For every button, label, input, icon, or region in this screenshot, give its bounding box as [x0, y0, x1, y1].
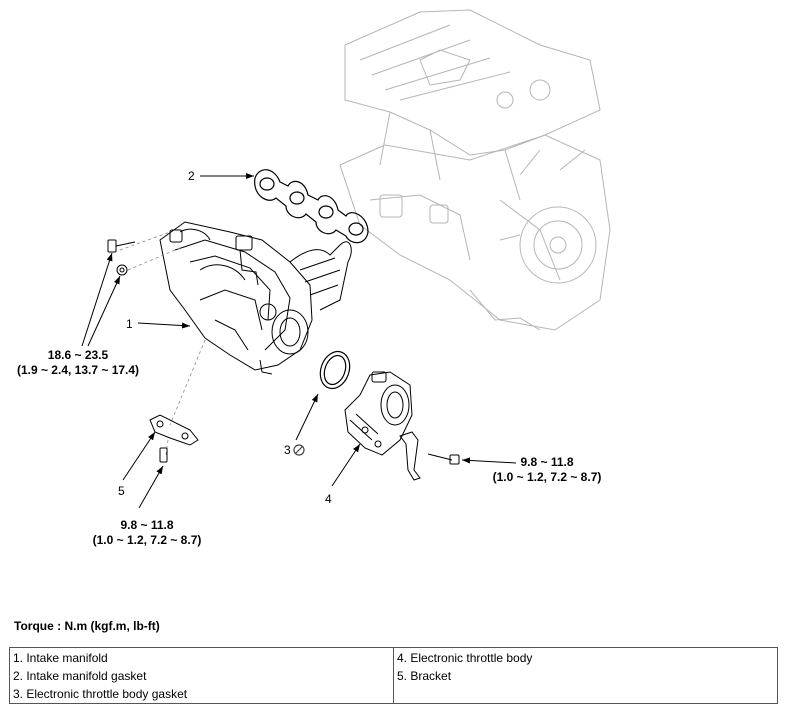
callout-3: 3 [284, 443, 291, 457]
electronic-throttle-body [344, 371, 413, 456]
throttle-bracket [399, 431, 460, 481]
callout-4: 4 [325, 492, 332, 506]
legend-item: 5. Bracket [397, 669, 452, 683]
intake-manifold [159, 221, 352, 375]
intake-manifold-gasket [254, 169, 369, 244]
manifold-bolt-torque-nm: 18.6 ~ 23.5 [47, 348, 109, 362]
bracket [149, 414, 199, 463]
callout-2: 2 [188, 169, 195, 183]
legend-item: 4. Electronic throttle body [397, 651, 533, 665]
throttle-body-gasket [319, 350, 351, 390]
manifold-bolt-torque: 18.6 ~ 23.5 (1.9 ~ 2.4, 13.7 ~ 17.4) [8, 348, 148, 378]
legend-column-left: 1. Intake manifold 2. Intake manifold ga… [10, 648, 394, 703]
bracket-bolt-torque: 9.8 ~ 11.8 (1.0 ~ 1.2, 7.2 ~ 8.7) [82, 518, 212, 548]
parts-legend-table: 1. Intake manifold 2. Intake manifold ga… [9, 647, 778, 704]
legend-item: 2. Intake manifold gasket [13, 669, 147, 683]
engine-block [339, 9, 611, 331]
exploded-parts-diagram [81, 9, 611, 509]
manifold-bolt [107, 239, 136, 276]
legend-item: 3. Electronic throttle body gasket [13, 687, 188, 701]
legend-column-right: 4. Electronic throttle body 5. Bracket [394, 648, 777, 703]
bracket-bolt-torque-alt: (1.0 ~ 1.2, 7.2 ~ 8.7) [92, 533, 202, 547]
alignment-lines [119, 231, 206, 456]
callout-5: 5 [118, 484, 125, 498]
throttle-bolt-torque: 9.8 ~ 11.8 (1.0 ~ 1.2, 7.2 ~ 8.7) [482, 455, 612, 485]
do-not-reuse-icon [293, 444, 305, 456]
callout-1: 1 [126, 317, 133, 331]
legend-item: 1. Intake manifold [13, 651, 108, 665]
throttle-bolt-torque-alt: (1.0 ~ 1.2, 7.2 ~ 8.7) [492, 470, 602, 484]
bracket-bolt-torque-nm: 9.8 ~ 11.8 [120, 518, 174, 532]
manifold-bolt-torque-alt: (1.9 ~ 2.4, 13.7 ~ 17.4) [16, 363, 140, 377]
throttle-bolt-torque-nm: 9.8 ~ 11.8 [520, 455, 574, 469]
callout-arrows [81, 173, 517, 509]
torque-units-title: Torque : N.m (kgf.m, lb-ft) [14, 619, 160, 633]
